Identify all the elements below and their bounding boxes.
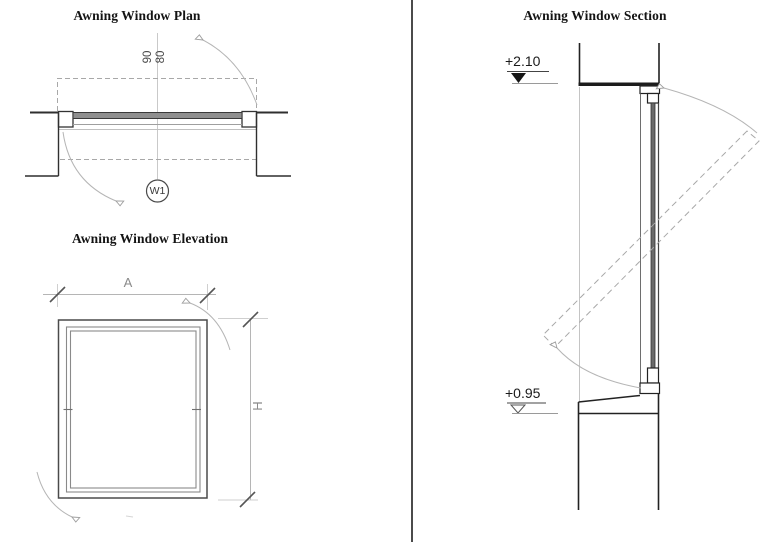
- plan-drawing: [25, 33, 291, 202]
- section-level-top-triangle: [511, 73, 526, 83]
- section-swing-arc-bottom: [557, 348, 642, 389]
- elevation-dimH-tick-top: [242, 311, 259, 328]
- section-head-frame: [639, 85, 661, 95]
- elevation-sash-outer: [65, 326, 201, 493]
- elevation-stray-tick: [125, 515, 134, 518]
- section-level-upper: +2.10: [505, 53, 541, 69]
- plan-window-tag: W1: [149, 185, 166, 197]
- section-head-sash-rail: [646, 92, 660, 104]
- elevation-drawing: [36, 284, 268, 518]
- plan-dim-right-label: 80: [155, 50, 167, 64]
- plan-jamb-right: [241, 110, 258, 128]
- plan-sash-bar: [72, 112, 243, 119]
- section-sill-slope: [578, 394, 641, 403]
- plan-window-tag-circle: [145, 179, 170, 203]
- plan-swing-arc-left: [62, 131, 116, 201]
- elevation-frame-outer: [57, 319, 208, 499]
- plan-swing-arc-right: [203, 40, 258, 106]
- section-title: Awning Window Section: [523, 8, 667, 23]
- elevation-width-label: A: [123, 275, 133, 290]
- section-drawing: [507, 43, 760, 510]
- elevation-dimA-tick-right: [199, 287, 216, 304]
- section-sill-frame: [639, 382, 661, 395]
- section-lintel: [578, 82, 660, 86]
- elevation-sash-inner: [69, 330, 197, 489]
- section-sill-sash-rail: [646, 367, 660, 384]
- elevation-height-label: H: [250, 401, 265, 411]
- section-level-bottom-triangle: [509, 404, 527, 414]
- section-glazing: [650, 102, 656, 369]
- plan-open-sash-dashed-outline: [57, 78, 257, 111]
- elevation-swing-arc-topright: [190, 303, 231, 351]
- elevation-swing-arc-bottomleft: [36, 471, 72, 517]
- plan-title: Awning Window Plan: [73, 8, 201, 23]
- section-level-lower: +0.95: [505, 385, 541, 401]
- elevation-title: Awning Window Elevation: [71, 231, 229, 246]
- elevation-dimA-tick-left: [49, 286, 66, 303]
- plan-jamb-left: [57, 110, 74, 128]
- elevation-dimH-tick-bottom: [239, 491, 256, 508]
- section-swing-arc-top: [664, 88, 758, 134]
